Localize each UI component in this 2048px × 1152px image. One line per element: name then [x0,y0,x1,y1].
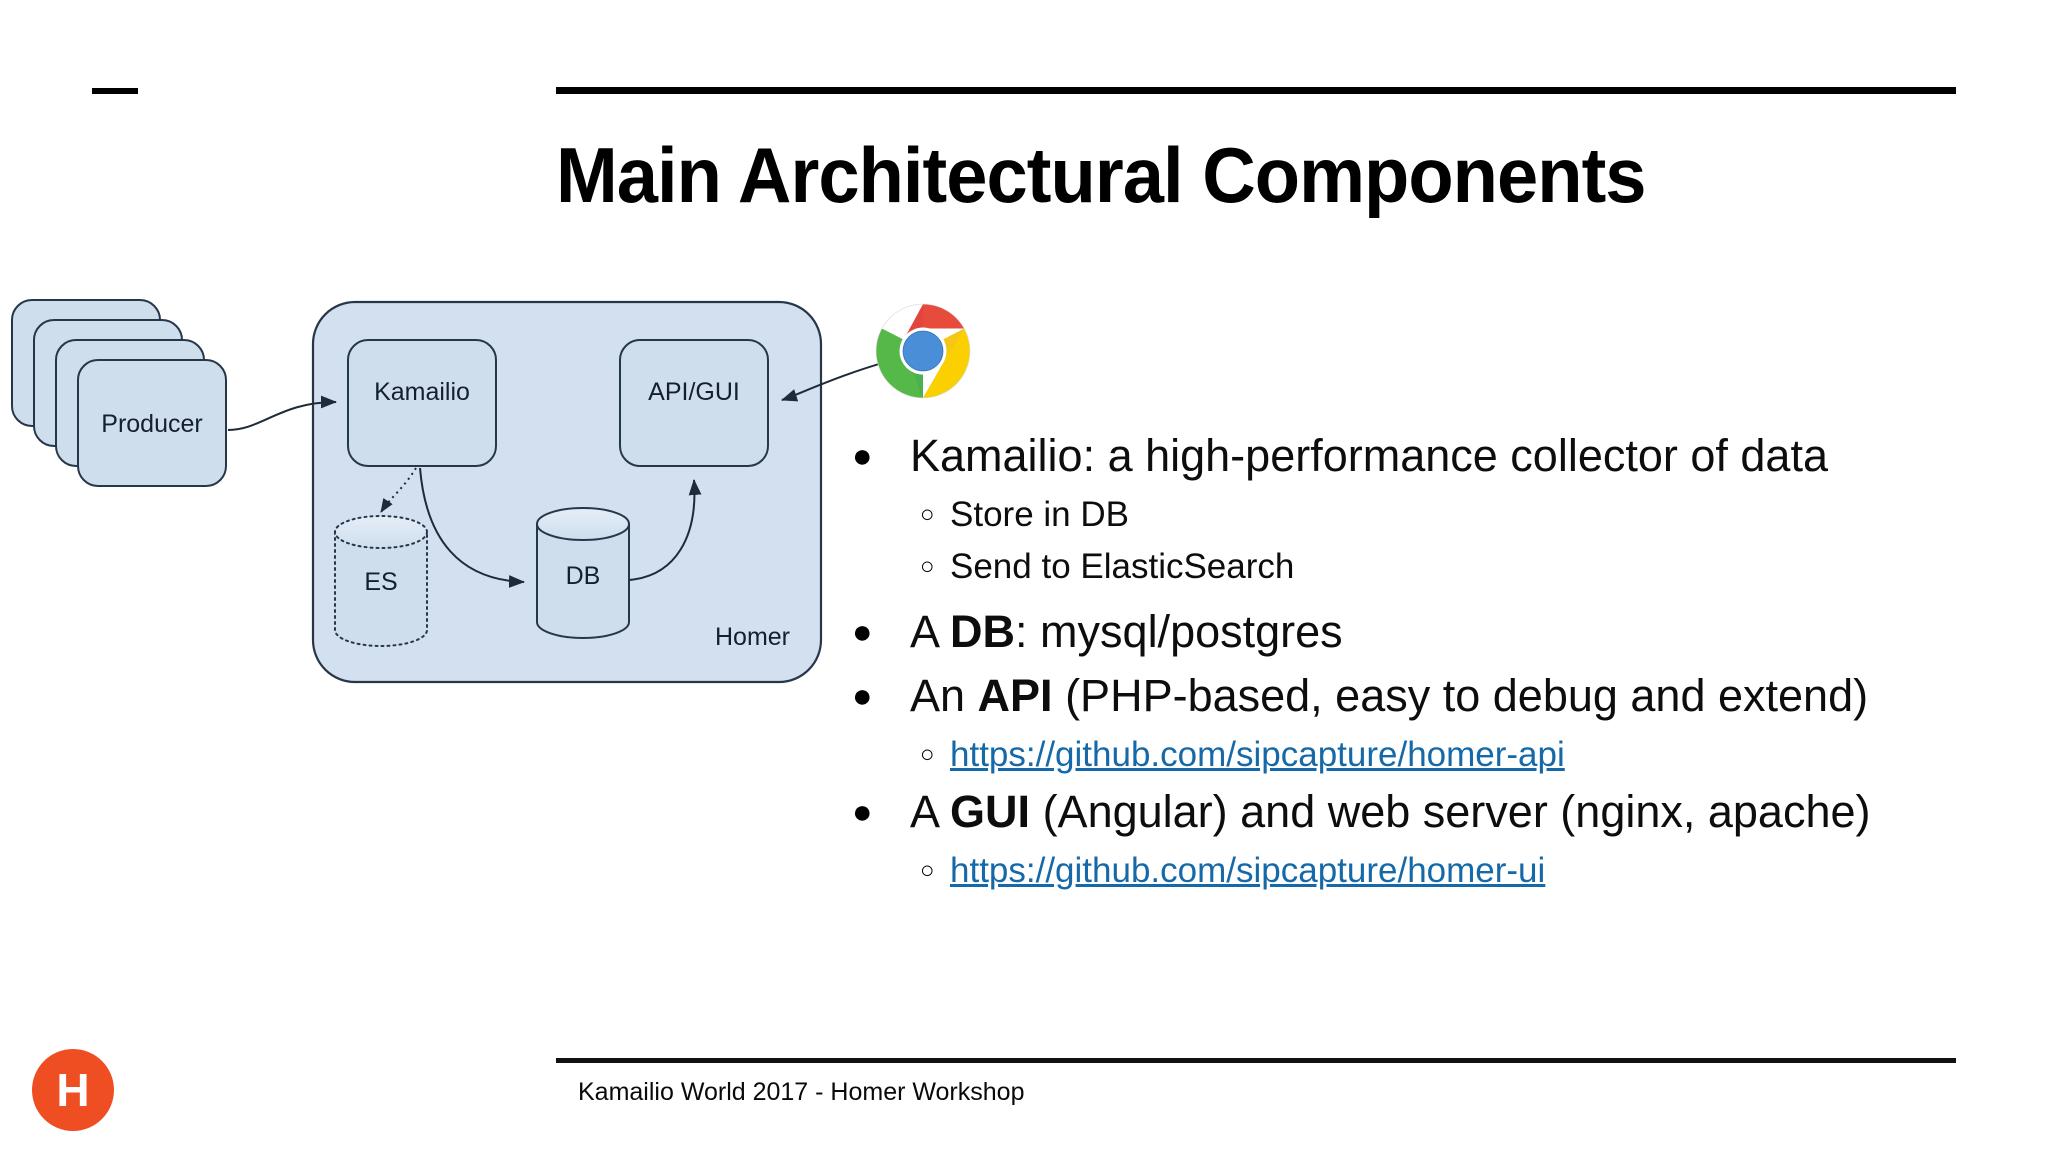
bullet-list: ● Kamailio: a high-performance collector… [838,425,2048,897]
bullet-text: https://github.com/sipcapture/homer-api [950,729,1565,781]
bullet-marker-filled: ● [852,677,873,715]
spacer [838,593,2048,601]
bullet-marker-hollow: ○ [920,553,935,580]
bullet-segment: Store in DB [950,495,1129,534]
bullet-text: A DB: mysql/postgres [910,601,1343,663]
bullet-text: An API (PHP-based, easy to debug and ext… [910,665,1868,727]
bullet-segment-bold: DB [950,606,1016,657]
bullet-text: Store in DB [950,489,1129,541]
bullet-segment-bold: GUI [950,786,1031,837]
edge-kamailio-to-db [419,467,525,588]
bullet-item-db: ● A DB: mysql/postgres [838,601,2048,663]
bullet-marker-filled: ● [852,613,873,651]
footer-top-rule [556,1058,1956,1063]
architecture-diagram: Producer Homer Kamailio API/GUI ES [0,290,1000,710]
bullet-text: Send to ElasticSearch [950,541,1294,593]
page-title: Main Architectural Components [556,131,1647,219]
homer-container-label: Homer [715,623,790,651]
bullet-marker-filled: ● [852,437,873,475]
node-es-label: ES [364,568,397,596]
bullet-segment: A [910,786,951,837]
node-db: DB [536,507,630,639]
chrome-icon [872,300,974,402]
bullet-item-kamailio: ● Kamailio: a high-performance collector… [838,425,2048,487]
bullet-segment: Kamailio: a high-performance collector o… [910,430,1828,481]
bullet-segment: Send to ElasticSearch [950,547,1295,586]
bullet-text: https://github.com/sipcapture/homer-ui [950,845,1545,897]
bullet-segment: A [910,606,951,657]
bullet-segment: (PHP-based, easy to debug and extend) [1052,670,1869,721]
bullet-item-gui: ● A GUI (Angular) and web server (nginx,… [838,781,2048,843]
homer-logo: H [32,1049,114,1131]
bullet-marker-hollow: ○ [920,857,935,884]
bullet-segment: (Angular) and web server (nginx, apache) [1030,786,1871,837]
node-kamailio-label: Kamailio [374,378,470,406]
footer-text: Kamailio World 2017 - Homer Workshop [578,1078,1025,1106]
bullet-marker-filled: ● [852,793,873,831]
node-api-gui: API/GUI [619,339,769,467]
bullet-text: A GUI (Angular) and web server (nginx, a… [910,781,1871,843]
bullet-marker-hollow: ○ [920,741,935,768]
edge-kamailio-to-es [380,467,417,513]
edge-db-to-apigui [628,479,702,581]
bullet-item-store-in-db: ○ Store in DB [838,489,2048,541]
top-left-dash-mark [92,88,138,94]
title-top-rule [556,87,1956,94]
link-homer-api[interactable]: https://github.com/sipcapture/homer-api [950,735,1565,774]
link-homer-ui[interactable]: https://github.com/sipcapture/homer-ui [950,851,1546,890]
bullet-segment-bold: API [977,670,1053,721]
bullet-item-api: ● An API (PHP-based, easy to debug and e… [838,665,2048,727]
bullet-segment: : mysql/postgres [1015,606,1343,657]
node-kamailio: Kamailio [347,339,497,467]
node-es: ES [334,515,428,647]
bullet-marker-hollow: ○ [920,501,935,528]
bullet-item-send-to-elasticsearch: ○ Send to ElasticSearch [838,541,2048,593]
bullet-segment: An [910,670,978,721]
bullet-item-homer-api-link: ○ https://github.com/sipcapture/homer-ap… [838,729,2048,781]
bullet-item-homer-ui-link: ○ https://github.com/sipcapture/homer-ui [838,845,2048,897]
producer-stack: Producer [11,299,227,487]
node-api-gui-label: API/GUI [648,378,740,406]
producer-label: Producer [101,410,202,438]
bullet-text: Kamailio: a high-performance collector o… [910,425,1828,487]
edge-producer-to-kamailio [227,395,337,431]
node-db-label: DB [566,562,601,590]
